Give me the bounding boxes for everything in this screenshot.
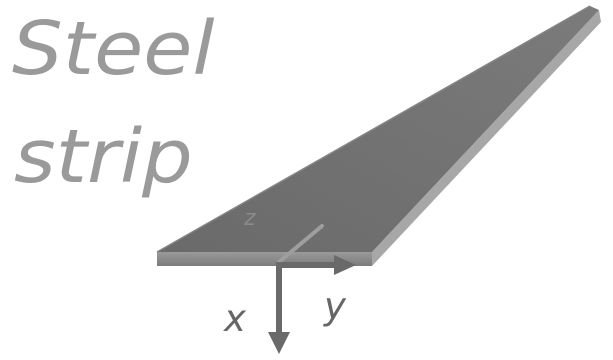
title-strip: strip [14,114,193,200]
strip-top-face [157,6,599,252]
strip-top-edge [156,5,591,253]
x-axis-arrowhead [268,332,290,354]
y-axis-label: y [324,285,346,328]
z-axis-label: z [244,206,256,231]
x-axis-label: x [224,297,246,340]
z-axis-line [277,224,324,264]
title-steel: Steel [12,6,215,92]
strip-side-face [372,10,601,266]
y-axis-arrowhead [334,255,356,275]
